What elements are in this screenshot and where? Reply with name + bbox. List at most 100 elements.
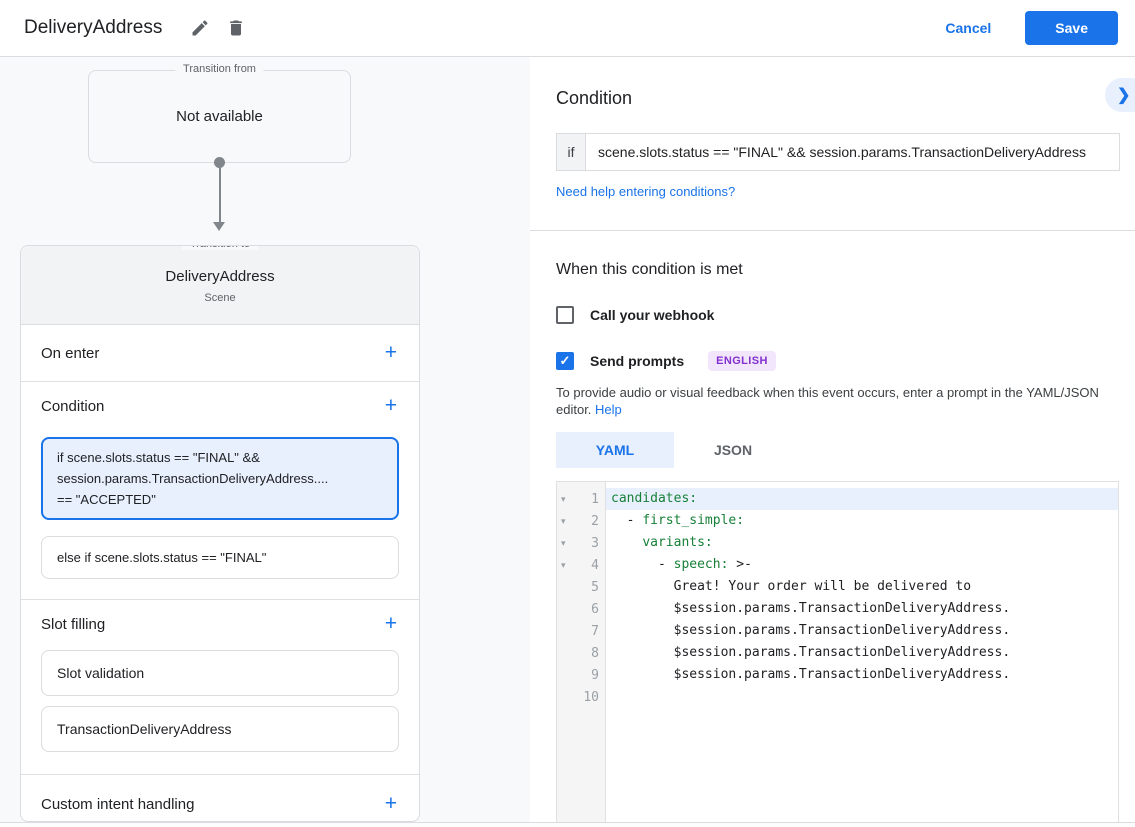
line-number: 3 (591, 535, 599, 551)
slot-filling-label: Slot filling (41, 615, 106, 633)
scene-card: Transition to DeliveryAddress Scene On e… (20, 245, 420, 822)
send-prompts-row: ✓ Send prompts ENGLISH (556, 351, 1135, 371)
line-gutter: 8 (557, 642, 606, 664)
code-text: Great! Your order will be delivered to (611, 579, 972, 594)
slot-item[interactable]: TransactionDeliveryAddress (41, 706, 399, 752)
condition-item[interactable]: else if scene.slots.status == "FINAL" (41, 536, 399, 579)
condition-line: == "ACCEPTED" (57, 492, 156, 507)
condition-line: session.params.TransactionDeliveryAddres… (57, 471, 329, 486)
code-line[interactable]: 8 $session.params.TransactionDeliveryAdd… (557, 642, 1118, 664)
prompt-format-tabs: YAML JSON (556, 432, 1135, 468)
code-line[interactable]: 10 (557, 686, 1118, 708)
custom-intent-label: Custom intent handling (41, 795, 195, 813)
prompts-checkbox[interactable]: ✓ (556, 352, 574, 370)
slot-filling-section: Slot filling + Slot validation Transacti… (21, 600, 419, 775)
on-enter-section: On enter + (21, 325, 419, 382)
line-number: 1 (591, 491, 599, 507)
line-number: 4 (591, 557, 599, 573)
code-text: $session.params.TransactionDeliveryAddre… (611, 601, 1011, 616)
line-gutter: 5 (557, 576, 606, 598)
scene-type: Scene (204, 292, 236, 304)
helper-text: To provide audio or visual feedback when… (556, 385, 1099, 417)
trash-icon (226, 18, 246, 38)
line-gutter: ▾1 (557, 488, 606, 510)
send-prompts-label: Send prompts (590, 353, 685, 369)
condition-line: if scene.slots.status == "FINAL" && (57, 450, 260, 465)
scene-name: DeliveryAddress (165, 268, 275, 285)
pencil-icon (190, 18, 210, 38)
line-number: 9 (591, 667, 599, 683)
custom-intent-section: Custom intent handling + (21, 775, 419, 821)
code-line[interactable]: ▾4 - speech: >- (557, 554, 1118, 576)
expand-panel-button[interactable]: ❯ (1105, 78, 1135, 112)
line-number: 2 (591, 513, 599, 529)
page-title: DeliveryAddress (24, 17, 163, 38)
tab-yaml[interactable]: YAML (556, 432, 674, 468)
language-badge: ENGLISH (708, 351, 776, 371)
code-line[interactable]: 7 $session.params.TransactionDeliveryAdd… (557, 620, 1118, 642)
code-text (606, 686, 1118, 708)
help-link[interactable]: Help (595, 402, 622, 417)
code-line[interactable]: ▾3 variants: (557, 532, 1118, 554)
fold-toggle-icon[interactable]: ▾ (561, 493, 566, 504)
add-custom-intent-button[interactable]: + (384, 792, 397, 815)
prompts-helper-text: To provide audio or visual feedback when… (556, 384, 1122, 418)
code-text: candidates: (606, 488, 1118, 510)
flow-connector (0, 157, 530, 231)
line-gutter: ▾2 (557, 510, 606, 532)
code-line[interactable]: 6 $session.params.TransactionDeliveryAdd… (557, 598, 1118, 620)
scene-card-header: DeliveryAddress Scene (21, 246, 419, 325)
cancel-button[interactable]: Cancel (933, 12, 1003, 44)
tab-json[interactable]: JSON (713, 442, 753, 458)
connector-dot (214, 157, 225, 168)
code-text: $session.params.TransactionDeliveryAddre… (611, 667, 1011, 682)
add-condition-button[interactable]: + (384, 394, 397, 417)
webhook-row: ✓ Call your webhook (556, 306, 1135, 324)
line-gutter: 7 (557, 620, 606, 642)
if-prefix-label: if (557, 134, 586, 170)
line-gutter: 10 (557, 686, 606, 708)
code-line[interactable]: 5 Great! Your order will be delivered to (557, 576, 1118, 598)
transition-from-legend: Transition from (175, 63, 264, 75)
on-enter-label: On enter (41, 344, 100, 362)
bottom-divider (0, 822, 1135, 827)
code-line[interactable]: 9 $session.params.TransactionDeliveryAdd… (557, 664, 1118, 686)
slot-validation-item[interactable]: Slot validation (41, 650, 399, 696)
condition-expression-input[interactable] (586, 134, 1119, 170)
line-gutter: ▾3 (557, 532, 606, 554)
chevron-right-icon: ❯ (1117, 87, 1131, 104)
line-number: 8 (591, 645, 599, 661)
transition-from-value: Not available (176, 108, 263, 125)
line-gutter: ▾4 (557, 554, 606, 576)
arrow-down-icon (213, 222, 225, 231)
add-on-enter-button[interactable]: + (384, 341, 397, 364)
code-text: variants: (642, 535, 713, 550)
webhook-checkbox[interactable]: ✓ (556, 306, 574, 324)
condition-section-label: Condition (41, 397, 105, 415)
save-button[interactable]: Save (1025, 11, 1118, 45)
condition-expression-field: if (556, 133, 1120, 171)
transition-to-legend: Transition to (181, 246, 259, 250)
editor-gutter (557, 482, 606, 827)
code-text: - first_simple: (611, 513, 745, 528)
condition-detail-panel: Condition ❯ if Need help entering condit… (530, 57, 1135, 827)
check-icon: ✓ (559, 353, 571, 368)
line-number: 10 (583, 689, 599, 705)
add-slot-button[interactable]: + (384, 612, 397, 635)
edit-scene-button[interactable] (182, 10, 218, 46)
code-text: $session.params.TransactionDeliveryAddre… (611, 645, 1011, 660)
fold-toggle-icon[interactable]: ▾ (561, 537, 566, 548)
fold-toggle-icon[interactable]: ▾ (561, 515, 566, 526)
scene-flow-panel: Transition from Not available Transition… (0, 57, 530, 827)
condition-line: else if scene.slots.status == "FINAL" (57, 550, 267, 565)
condition-item-selected[interactable]: if scene.slots.status == "FINAL" && sess… (41, 437, 399, 520)
delete-scene-button[interactable] (218, 10, 254, 46)
condition-help-link[interactable]: Need help entering conditions? (556, 184, 736, 199)
line-number: 7 (591, 623, 599, 639)
when-met-heading: When this condition is met (556, 261, 743, 278)
fold-toggle-icon[interactable]: ▾ (561, 559, 566, 570)
code-line[interactable]: ▾2 - first_simple: (557, 510, 1118, 532)
